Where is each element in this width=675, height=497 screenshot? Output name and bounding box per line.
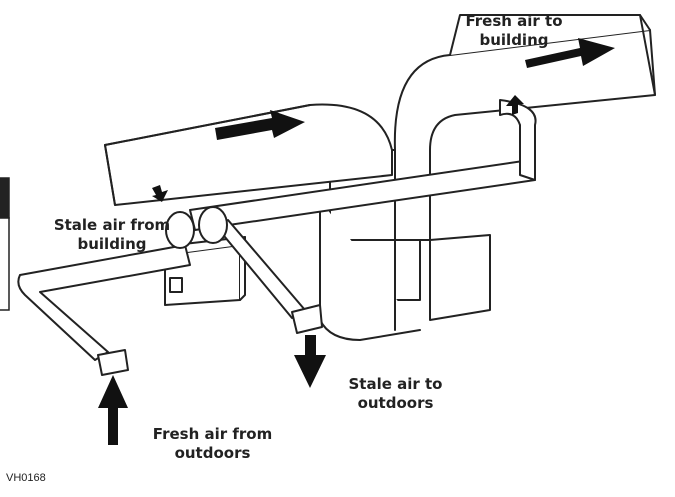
label-fresh-air-to-building: Fresh air to building <box>465 12 563 49</box>
side-panel <box>0 177 10 311</box>
arrow-small-left <box>152 185 168 202</box>
exhaust-duct <box>104 103 393 206</box>
label-fresh-air-from-outdoors: Fresh air from outdoors <box>152 425 273 462</box>
arrow-stale-outdoors <box>294 335 326 388</box>
fresh-intake-pipe <box>17 244 191 361</box>
arrow-supply-duct <box>525 38 615 68</box>
arrow-upper-duct <box>215 110 305 140</box>
label-stale-air-to-outdoors: Stale air to outdoors <box>348 375 443 412</box>
figure-code: VH0168 <box>6 472 46 484</box>
arrow-small-right <box>506 95 524 115</box>
label-stale-air-from-building: Stale air from building <box>53 216 171 253</box>
arrow-fresh-in <box>98 375 128 445</box>
